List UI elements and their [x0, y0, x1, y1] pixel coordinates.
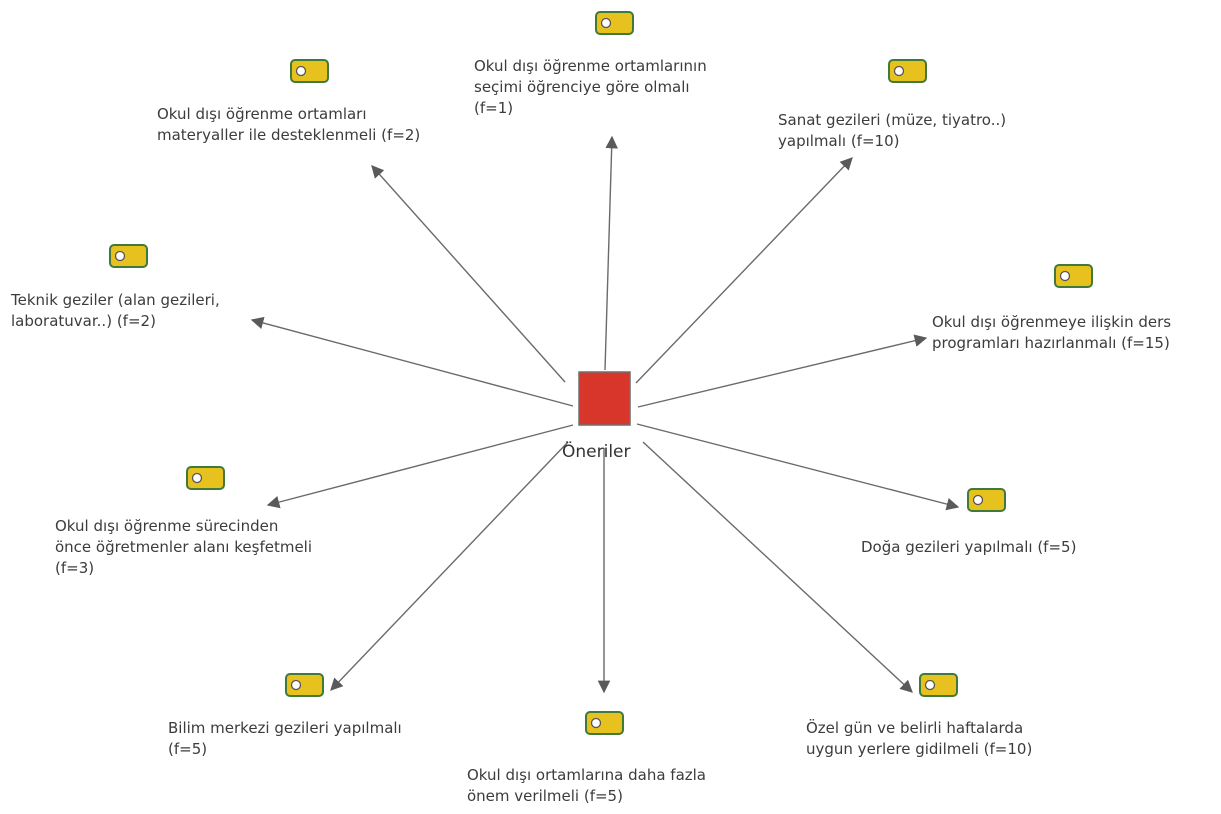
code-tag-icon[interactable]	[109, 244, 148, 268]
code-tag-icon[interactable]	[888, 59, 927, 83]
edge-special-days	[642, 441, 913, 693]
code-tag-icon[interactable]	[1054, 264, 1093, 288]
edge-teacher-explore	[266, 424, 574, 509]
center-node[interactable]	[578, 371, 631, 426]
center-node-label: Öneriler	[562, 442, 631, 462]
code-tag-icon[interactable]	[186, 466, 225, 490]
edge-tools	[371, 165, 566, 383]
code-text-tools[interactable]: Okul dışı öğrenme ortamları materyaller …	[157, 105, 421, 144]
code-tag-icon[interactable]	[290, 59, 329, 83]
code-tag-icon[interactable]	[967, 488, 1006, 512]
edge-selection	[604, 135, 618, 371]
code-tag-icon[interactable]	[285, 673, 324, 697]
code-tag-icon[interactable]	[919, 673, 958, 697]
code-tag-icon[interactable]	[585, 711, 624, 735]
code-text-art-trips[interactable]: Sanat gezileri (müze, tiyatro..) yapılma…	[778, 111, 1007, 150]
code-text-science-center[interactable]: Bilim merkezi gezileri yapılmalı (f=5)	[168, 719, 402, 758]
code-text-teacher-explore[interactable]: Okul dışı öğrenme sürecinden önce öğretm…	[55, 517, 313, 577]
code-text-selection[interactable]: Okul dışı öğrenme ortamlarının seçimi öğ…	[474, 57, 707, 117]
edges-group	[250, 135, 960, 694]
edge-technical-trips	[250, 316, 574, 407]
code-text-curriculum[interactable]: Okul dışı öğrenmeye ilişkin ders program…	[932, 313, 1172, 352]
edge-nature-trips	[636, 423, 960, 511]
code-tag-icon[interactable]	[595, 11, 634, 35]
code-text-nature-trips[interactable]: Doğa gezileri yapılmalı (f=5)	[861, 538, 1077, 556]
edge-art-trips	[635, 157, 853, 384]
code-text-special-days[interactable]: Özel gün ve belirli haftalarda uygun yer…	[806, 719, 1033, 758]
code-text-technical-trips[interactable]: Teknik geziler (alan gezileri, laboratuv…	[11, 291, 220, 330]
code-icons-group	[109, 11, 1093, 735]
code-text-importance[interactable]: Okul dışı ortamlarına daha fazla önem ve…	[467, 766, 706, 805]
edge-science-center	[330, 441, 569, 691]
edge-curriculum	[637, 334, 928, 408]
